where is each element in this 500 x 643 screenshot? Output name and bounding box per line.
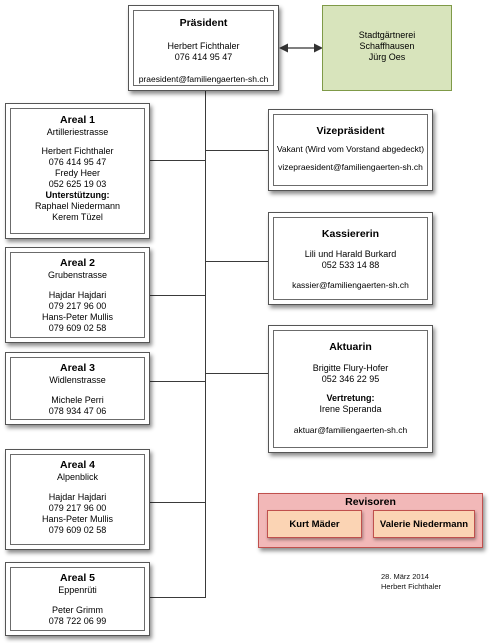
revisor-kurt: Kurt Mäder: [267, 510, 362, 538]
areal1-person1: Herbert Fichthaler: [41, 146, 114, 156]
connector-aktuar: [205, 373, 268, 374]
areal4-person1-phone: 079 217 96 00: [48, 503, 107, 513]
areal4-box: Areal 4 Alpenblick Hajdar Hajdari 079 21…: [5, 449, 150, 550]
stadtgaertnerei-line1: Stadtgärtnerei: [358, 30, 416, 40]
connector-areal1: [150, 160, 206, 161]
footer-author: Herbert Fichthaler: [381, 582, 442, 591]
kassier-title: Kassiererin: [321, 228, 380, 240]
aktuar-email: aktuar@familiengaerten-sh.ch: [293, 425, 408, 435]
areal2-title: Areal 2: [59, 257, 96, 269]
areal2-person1: Hajdar Hajdari: [48, 290, 107, 300]
vize-email: vizepraesident@familiengaerten-sh.ch: [278, 162, 423, 172]
kassier-email: kassier@familiengaerten-sh.ch: [292, 280, 409, 290]
footer-note: 28. März 2014 Herbert Fichthaler: [381, 572, 441, 592]
areal3-person1: Michele Perri: [51, 395, 104, 405]
areal4-person1: Hajdar Hajdari: [48, 492, 107, 502]
aktuar-box: Aktuarin Brigitte Flury-Hofer 052 346 22…: [268, 325, 433, 453]
praesident-box: Präsident Herbert Fichthaler 076 414 95 …: [128, 5, 279, 91]
areal1-person2: Fredy Heer: [54, 168, 100, 178]
areal3-title: Areal 3: [59, 362, 96, 374]
areal1-support-label: Unterstützung:: [45, 190, 110, 200]
stadtgaertnerei-line2: Schaffhausen: [359, 41, 415, 51]
main-trunk-line: [205, 90, 206, 597]
double-arrow-icon: [279, 43, 323, 53]
areal5-title: Areal 5: [59, 572, 96, 584]
footer-date: 28. März 2014: [381, 572, 429, 581]
areal1-support2: Kerem Tüzel: [52, 212, 103, 222]
areal5-place: Eppenrüti: [58, 585, 97, 595]
aktuar-vertretung-name: Irene Speranda: [319, 404, 382, 414]
vize-status: Vakant (Wird vom Vorstand abgedeckt): [276, 144, 425, 154]
areal3-box: Areal 3 Widlenstrasse Michele Perri 078 …: [5, 352, 150, 425]
areal5-box: Areal 5 Eppenrüti Peter Grimm 078 722 06…: [5, 562, 150, 636]
areal1-person1-phone: 076 414 95 47: [48, 157, 107, 167]
areal2-place: Grubenstrasse: [47, 270, 108, 280]
areal5-person1-phone: 078 722 06 99: [48, 616, 107, 626]
areal2-person2-phone: 079 609 02 58: [48, 323, 107, 333]
areal1-person2-phone: 052 625 19 03: [48, 179, 107, 189]
areal2-person2: Hans-Peter Mullis: [41, 312, 114, 322]
areal1-place: Artilleriestrasse: [46, 127, 109, 137]
areal1-support1: Raphael Niedermann: [34, 201, 121, 211]
vize-box: Vizepräsident Vakant (Wird vom Vorstand …: [268, 109, 433, 191]
aktuar-vertretung-label: Vertretung:: [326, 393, 375, 403]
revisoren-title: Revisoren: [345, 496, 396, 508]
stadtgaertnerei-line3: Jürg Oes: [368, 52, 406, 62]
areal5-person1: Peter Grimm: [51, 605, 103, 615]
kassier-phone: 052 533 14 88: [321, 260, 380, 270]
connector-vize: [205, 150, 268, 151]
areal2-person1-phone: 079 217 96 00: [48, 301, 107, 311]
connector-areal4: [150, 502, 206, 503]
connector-areal5: [150, 597, 206, 598]
areal4-person2-phone: 079 609 02 58: [48, 525, 107, 535]
revisor-valerie-label: Valerie Niedermann: [379, 518, 469, 530]
vize-title: Vizepräsident: [316, 125, 385, 137]
revisor-kurt-label: Kurt Mäder: [289, 518, 340, 530]
areal3-place: Widlenstrasse: [49, 375, 106, 385]
revisor-valerie: Valerie Niedermann: [373, 510, 475, 538]
areal4-place: Alpenblick: [56, 472, 99, 482]
stadtgaertnerei-box: Stadtgärtnerei Schaffhausen Jürg Oes: [322, 5, 452, 91]
praesident-title: Präsident: [179, 17, 228, 29]
connector-areal2: [150, 295, 206, 296]
areal1-box: Areal 1 Artilleriestrasse Herbert Fichth…: [5, 103, 150, 239]
praesident-email: praesident@familiengaerten-sh.ch: [138, 74, 269, 84]
areal2-box: Areal 2 Grubenstrasse Hajdar Hajdari 079…: [5, 247, 150, 343]
praesident-phone: 076 414 95 47: [174, 52, 233, 62]
revisoren-box: Revisoren Kurt Mäder Valerie Niedermann: [258, 493, 483, 548]
areal1-title: Areal 1: [59, 114, 96, 126]
aktuar-title: Aktuarin: [329, 341, 372, 353]
areal4-title: Areal 4: [59, 459, 96, 471]
connector-kassier: [205, 261, 268, 262]
connector-areal3: [150, 381, 206, 382]
praesident-name: Herbert Fichthaler: [167, 41, 240, 51]
areal3-person1-phone: 078 934 47 06: [48, 406, 107, 416]
kassier-names: Lili und Harald Burkard: [304, 249, 397, 259]
kassier-box: Kassiererin Lili und Harald Burkard 052 …: [268, 212, 433, 305]
areal4-person2: Hans-Peter Mullis: [41, 514, 114, 524]
aktuar-phone: 052 346 22 95: [321, 374, 380, 384]
aktuar-name: Brigitte Flury-Hofer: [312, 363, 389, 373]
